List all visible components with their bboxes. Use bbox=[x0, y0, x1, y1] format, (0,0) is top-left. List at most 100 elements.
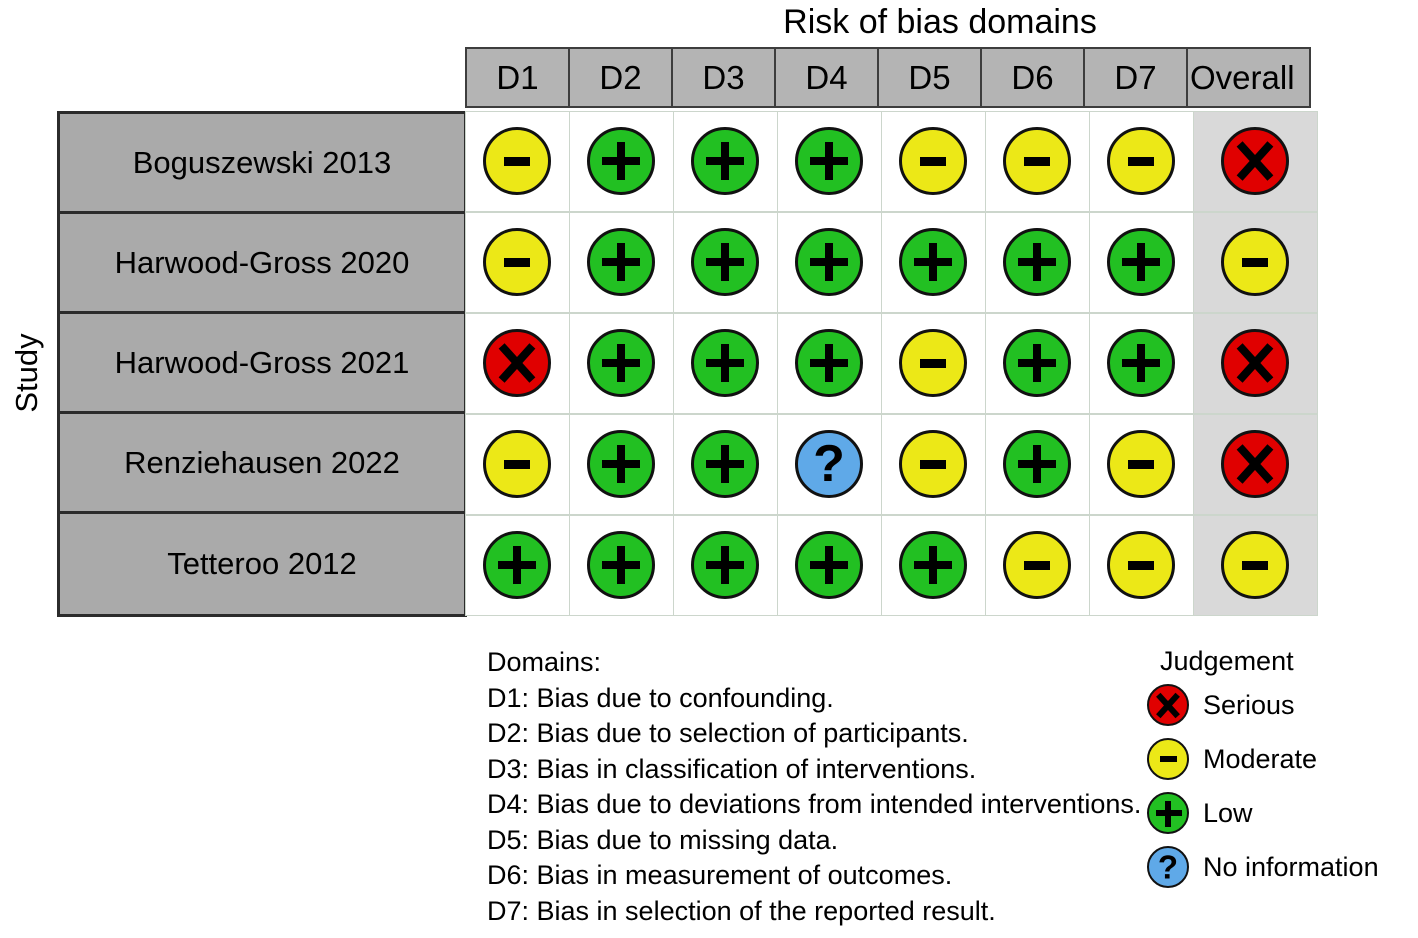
judgement-cell-d3[interactable] bbox=[672, 413, 778, 515]
judgement-cell-d7[interactable] bbox=[1088, 514, 1194, 616]
overall-judgement-cell[interactable] bbox=[1192, 110, 1318, 212]
study-label-cell: Boguszewski 2013 bbox=[60, 114, 464, 214]
overall-judgement-cell[interactable] bbox=[1192, 514, 1318, 616]
legend-serious-icon bbox=[1147, 684, 1189, 726]
judgement-cell-d6[interactable] bbox=[984, 110, 1090, 212]
overall-judgement-cell[interactable] bbox=[1192, 312, 1318, 414]
domains-key-line: D5: Bias due to missing data. bbox=[487, 824, 839, 855]
judgement-cell-d2[interactable] bbox=[568, 211, 674, 313]
judgement-low-icon bbox=[587, 329, 655, 397]
table-row bbox=[464, 110, 1318, 212]
legend-label: Moderate bbox=[1203, 744, 1318, 774]
judgement-cell-d4[interactable] bbox=[776, 413, 882, 515]
judgement-cell-d7[interactable] bbox=[1088, 211, 1194, 313]
judgement-cell-d1[interactable] bbox=[464, 211, 570, 313]
judgement-cell-d3[interactable] bbox=[672, 110, 778, 212]
judgement-cell-d1[interactable] bbox=[464, 312, 570, 414]
judgement-cell-d5[interactable] bbox=[880, 211, 986, 313]
domains-key-line: D2: Bias due to selection of participant… bbox=[487, 718, 969, 748]
study-label-cell: Renziehausen 2022 bbox=[60, 414, 464, 514]
judgement-low-icon bbox=[691, 127, 759, 195]
judgement-moderate-icon bbox=[1107, 127, 1175, 195]
judgement-moderate-icon bbox=[483, 430, 551, 498]
domain-header-d4: D4 bbox=[774, 47, 879, 108]
overall-judgement-cell[interactable] bbox=[1192, 211, 1318, 313]
judgement-cell-d4[interactable] bbox=[776, 110, 882, 212]
judgement-moderate-icon bbox=[1107, 531, 1175, 599]
judgement-low-icon bbox=[1003, 329, 1071, 397]
page-title: Risk of bias domains bbox=[783, 3, 1097, 41]
judgement-moderate-icon bbox=[899, 329, 967, 397]
judgement-moderate-icon bbox=[1221, 531, 1289, 599]
judgement-cell-d2[interactable] bbox=[568, 514, 674, 616]
judgement-low-icon bbox=[587, 127, 655, 195]
study-label-cell: Harwood-Gross 2021 bbox=[60, 314, 464, 414]
judgement-moderate-icon bbox=[899, 127, 967, 195]
legend-low-icon bbox=[1147, 792, 1189, 834]
judgement-cell-d2[interactable] bbox=[568, 110, 674, 212]
table-row bbox=[464, 413, 1318, 515]
legend-item: Low bbox=[1147, 787, 1379, 839]
judgement-cell-d5[interactable] bbox=[880, 413, 986, 515]
study-label-cell: Tetteroo 2012 bbox=[60, 514, 464, 614]
judgement-cell-d6[interactable] bbox=[984, 312, 1090, 414]
judgement-cell-d2[interactable] bbox=[568, 413, 674, 515]
study-label-cell: Harwood-Gross 2020 bbox=[60, 214, 464, 314]
judgement-noinfo-icon bbox=[795, 430, 863, 498]
judgement-cell-d2[interactable] bbox=[568, 312, 674, 414]
judgement-cell-d3[interactable] bbox=[672, 211, 778, 313]
overall-judgement-cell[interactable] bbox=[1192, 413, 1318, 515]
judgement-low-icon bbox=[691, 531, 759, 599]
judgement-cell-d4[interactable] bbox=[776, 211, 882, 313]
judgement-cell-d6[interactable] bbox=[984, 514, 1090, 616]
judgement-moderate-icon bbox=[1003, 127, 1071, 195]
judgement-cell-d5[interactable] bbox=[880, 110, 986, 212]
domain-header-d6: D6 bbox=[980, 47, 1085, 108]
judgement-serious-icon bbox=[1221, 127, 1289, 195]
table-row bbox=[464, 514, 1318, 616]
judgement-moderate-icon bbox=[1003, 531, 1071, 599]
domain-header-d2: D2 bbox=[568, 47, 673, 108]
judgement-cell-d5[interactable] bbox=[880, 312, 986, 414]
judgement-low-icon bbox=[691, 329, 759, 397]
judgement-cell-d3[interactable] bbox=[672, 312, 778, 414]
domain-header-d1: D1 bbox=[465, 47, 570, 108]
judgement-cell-d4[interactable] bbox=[776, 514, 882, 616]
judgement-cell-d7[interactable] bbox=[1088, 110, 1194, 212]
judgement-low-icon bbox=[691, 430, 759, 498]
domains-key-line: D1: Bias due to confounding. bbox=[487, 682, 834, 713]
judgement-moderate-icon bbox=[483, 228, 551, 296]
judgement-cell-d7[interactable] bbox=[1088, 312, 1194, 414]
judgement-serious-icon bbox=[483, 329, 551, 397]
judgement-cell-d4[interactable] bbox=[776, 312, 882, 414]
judgement-cell-d1[interactable] bbox=[464, 413, 570, 515]
legend-item: Moderate bbox=[1147, 733, 1379, 785]
legend-item: No information bbox=[1147, 841, 1379, 893]
judgement-low-icon bbox=[899, 531, 967, 599]
judgement-legend-title: Judgement bbox=[1160, 646, 1294, 676]
y-axis-label: Study bbox=[9, 333, 44, 413]
judgement-low-icon bbox=[1107, 329, 1175, 397]
domains-key-line: D3: Bias in classification of interventi… bbox=[487, 753, 977, 784]
domain-header-overall: Overall bbox=[1186, 47, 1311, 108]
judgement-low-icon bbox=[795, 329, 863, 397]
judgement-low-icon bbox=[691, 228, 759, 296]
judgement-serious-icon bbox=[1221, 329, 1289, 397]
judgement-cell-d5[interactable] bbox=[880, 514, 986, 616]
domains-key-line: D4: Bias due to deviations from intended… bbox=[487, 789, 1142, 819]
judgement-low-icon bbox=[587, 531, 655, 599]
judgement-cell-d6[interactable] bbox=[984, 211, 1090, 313]
judgement-cell-d1[interactable] bbox=[464, 110, 570, 212]
legend-label: Serious bbox=[1203, 690, 1295, 720]
judgement-low-icon bbox=[795, 228, 863, 296]
judgement-cell-d6[interactable] bbox=[984, 413, 1090, 515]
judgement-cell-d3[interactable] bbox=[672, 514, 778, 616]
judgement-legend: Judgement SeriousModerateLowNo informati… bbox=[1147, 645, 1379, 893]
domains-key-line: D6: Bias in measurement of outcomes. bbox=[487, 860, 953, 890]
judgement-cell-d1[interactable] bbox=[464, 514, 570, 616]
judgement-serious-icon bbox=[1221, 430, 1289, 498]
judgement-moderate-icon bbox=[1107, 430, 1175, 498]
domain-header-d7: D7 bbox=[1083, 47, 1188, 108]
judgement-cell-d7[interactable] bbox=[1088, 413, 1194, 515]
